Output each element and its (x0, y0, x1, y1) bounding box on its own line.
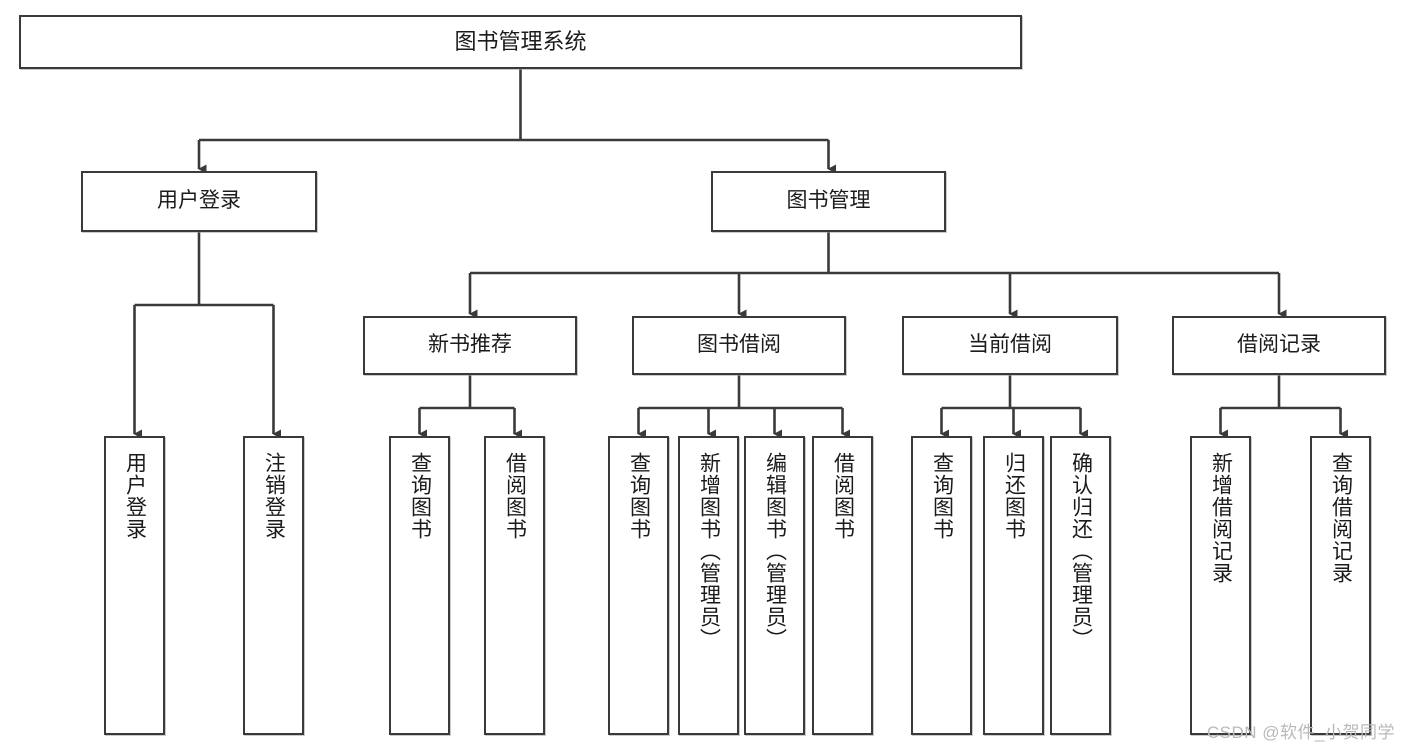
node-leaf-logout-label: 注销登录 (262, 452, 286, 540)
node-leaf-query-book-3-label: 查询图书 (930, 452, 954, 540)
node-leaf-query-record[interactable]: 查询借阅记录 (1310, 436, 1371, 735)
node-leaf-borrow-book-1-label: 借阅图书 (503, 452, 527, 540)
node-leaf-borrow-book-1[interactable]: 借阅图书 (484, 436, 545, 735)
node-current-borrow-label: 当前借阅 (968, 333, 1052, 357)
node-borrow-record[interactable]: 借阅记录 (1172, 316, 1386, 375)
node-leaf-edit-book[interactable]: 编辑图书（管理员） (744, 436, 805, 735)
node-leaf-return-book[interactable]: 归还图书 (983, 436, 1044, 735)
node-leaf-logout[interactable]: 注销登录 (243, 436, 304, 735)
node-borrow-record-label: 借阅记录 (1237, 333, 1321, 357)
node-new-book-recommend[interactable]: 新书推荐 (363, 316, 577, 375)
node-leaf-add-book-label: 新增图书（管理员） (697, 452, 721, 650)
node-leaf-query-book-1[interactable]: 查询图书 (389, 436, 450, 735)
node-root[interactable]: 图书管理系统 (19, 15, 1022, 69)
node-leaf-confirm-return[interactable]: 确认归还（管理员） (1050, 436, 1111, 735)
node-leaf-borrow-book-2-label: 借阅图书 (831, 452, 855, 540)
node-book-borrow-label: 图书借阅 (697, 333, 781, 357)
node-leaf-query-record-label: 查询借阅记录 (1329, 452, 1353, 584)
node-current-borrow[interactable]: 当前借阅 (902, 316, 1118, 375)
node-user-login-label: 用户登录 (157, 189, 241, 213)
node-leaf-query-book-2[interactable]: 查询图书 (608, 436, 669, 735)
node-user-login[interactable]: 用户登录 (81, 171, 317, 232)
node-book-borrow[interactable]: 图书借阅 (632, 316, 846, 375)
node-leaf-query-book-2-label: 查询图书 (627, 452, 651, 540)
node-leaf-confirm-return-label: 确认归还（管理员） (1069, 452, 1093, 650)
node-leaf-return-book-label: 归还图书 (1002, 452, 1026, 540)
node-book-management-label: 图书管理 (786, 189, 871, 213)
node-leaf-user-login-label: 用户登录 (123, 452, 147, 540)
node-book-management[interactable]: 图书管理 (711, 171, 946, 232)
node-leaf-add-book[interactable]: 新增图书（管理员） (678, 436, 739, 735)
node-new-book-recommend-label: 新书推荐 (428, 333, 512, 357)
watermark-text: CSDN @软件_小贺同学 (1206, 723, 1395, 742)
node-leaf-query-book-3[interactable]: 查询图书 (911, 436, 972, 735)
node-leaf-add-record-label: 新增借阅记录 (1209, 452, 1233, 584)
node-leaf-user-login[interactable]: 用户登录 (104, 436, 165, 735)
node-leaf-add-record[interactable]: 新增借阅记录 (1190, 436, 1251, 735)
node-leaf-edit-book-label: 编辑图书（管理员） (763, 452, 787, 650)
node-root-label: 图书管理系统 (454, 29, 587, 55)
node-leaf-query-book-1-label: 查询图书 (408, 452, 432, 540)
node-leaf-borrow-book-2[interactable]: 借阅图书 (812, 436, 873, 735)
